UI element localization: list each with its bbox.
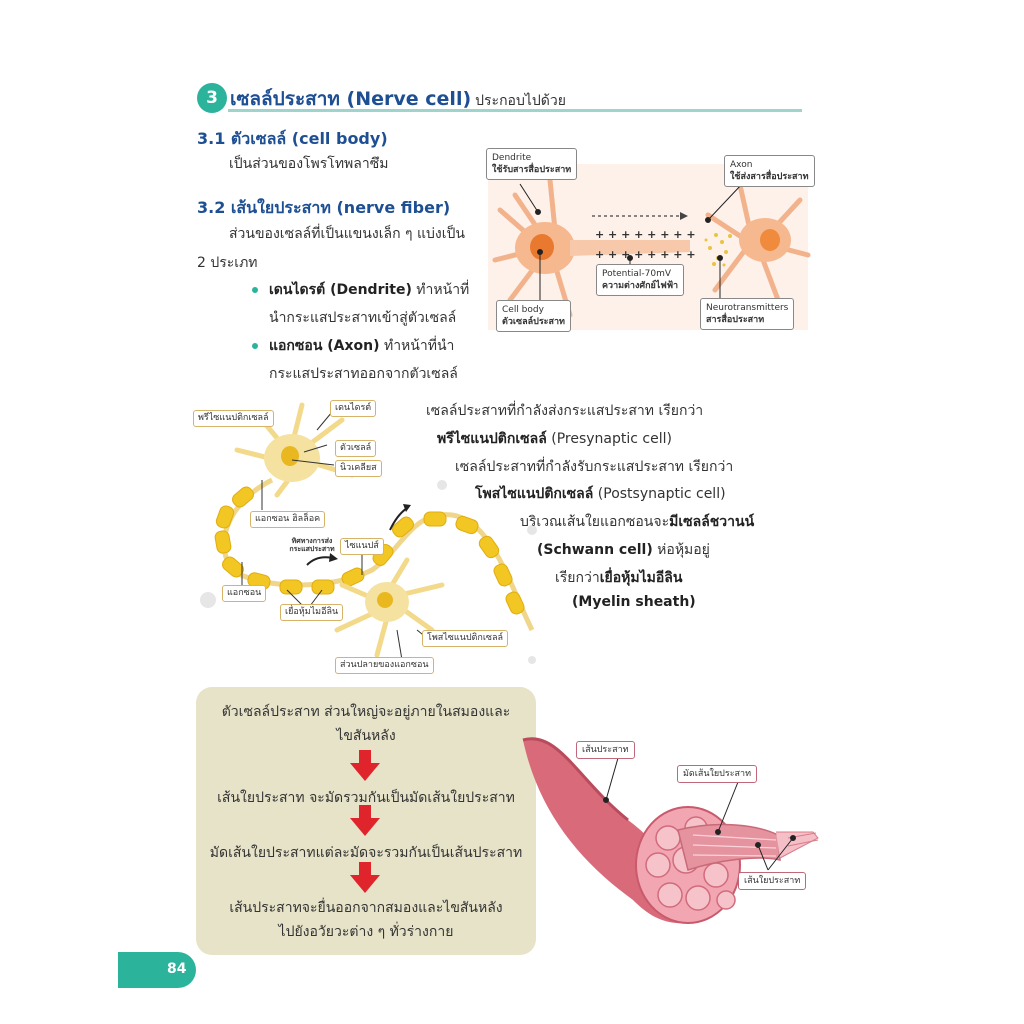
bullet-axon-line2: กระแสประสาทออกจากตัวเซลล์: [269, 366, 458, 382]
presyn-term: พรีไซแนปติกเซลล์ (Presynaptic cell): [437, 431, 672, 447]
axon-hillock-tag: แอกซอน ฮิลล็อค: [250, 511, 326, 528]
section-underline: [228, 109, 802, 112]
presyn-desc: เซลล์ประสาทที่กำลังส่งกระแสประสาท เรียกว…: [426, 403, 704, 419]
direction-tag: ทิศทางการส่งกระแสประสาท: [289, 537, 335, 553]
nerve-illustration: [522, 737, 819, 924]
presynaptic-label: พรีไซแนปติกเซลล์: [193, 410, 274, 427]
axon-tag: แอกซอน: [222, 585, 267, 602]
postsynaptic-tag: โพสไซแนปติกเซลล์: [422, 630, 509, 647]
myelin-term: (Myelin sheath): [572, 594, 696, 610]
bullet-dot: [252, 343, 258, 349]
plus-row-2: + + + + + + + +: [595, 248, 696, 261]
nerve-fiber-text-1: ส่วนของเซลล์ที่เป็นแขนงเล็ก ๆ แบ่งเป็น: [229, 226, 465, 242]
nucleus-tag: นิวเคลียส: [335, 460, 382, 477]
bullet-dendrite: เดนไดรต์ (Dendrite) ทำหน้าที่: [269, 282, 470, 298]
neuron-illustration: [200, 402, 537, 664]
schwann-desc: บริเวณเส้นใยแอกซอนจะมีเซลล์ชวานน์: [520, 514, 755, 530]
flow-step-1: ตัวเซลล์ประสาท ส่วนใหญ่จะอยู่ภายในสมองแล…: [221, 704, 511, 744]
postsyn-term: โพสไซแนปติกเซลล์ (Postsynaptic cell): [475, 486, 726, 502]
flow-step-2: เส้นใยประสาท จะมัดรวมกันเป็นมัดเส้นใยประ…: [217, 790, 515, 806]
myelin-tag: เยื่อหุ้มไมอีลิน: [280, 604, 344, 621]
nerve-label: เส้นประสาท: [576, 741, 635, 759]
cell-tag: ตัวเซลล์: [335, 440, 377, 457]
page-number-tab: [118, 952, 196, 988]
myelin-desc: เรียกว่าเยื่อหุ้มไมอีลิน: [555, 570, 683, 586]
down-arrow-icon: [350, 862, 380, 893]
down-arrow-icon: [350, 750, 380, 781]
nerve-fiber-heading: 3.2 เส้นใยประสาท (nerve fiber): [197, 198, 451, 217]
axon-terminal-tag: ส่วนปลายของแอกซอน: [335, 657, 434, 674]
plus-row-1: + + + + + + + +: [595, 228, 696, 241]
cell-body-heading: 3.1 ตัวเซลล์ (cell body): [197, 129, 388, 148]
synapse-tag: ไซแนปส์: [340, 538, 384, 555]
nerve-fiber-text-2: 2 ประเภท: [197, 255, 258, 271]
page-number: 84: [167, 961, 187, 977]
nerve-bundle-label: มัดเส้นใยประสาท: [677, 765, 758, 783]
postsyn-desc: เซลล์ประสาทที่กำลังรับกระแสประสาท เรียกว…: [455, 459, 734, 475]
section-title-suffix: ประกอบไปด้วย: [475, 93, 566, 109]
section-number-badge: 3: [197, 83, 227, 113]
schwann-term: (Schwann cell) ห่อหุ้มอยู่: [537, 542, 710, 558]
flow-step-3: มัดเส้นใยประสาทแต่ละมัดจะรวมกันเป็นเส้นป…: [209, 845, 523, 861]
down-arrow-icon: [350, 805, 380, 836]
nerve-fiber-label: เส้นใยประสาท: [738, 872, 807, 890]
bullet-axon: แอกซอน (Axon) ทำหน้าที่นำ: [269, 338, 455, 354]
flow-step-4: เส้นประสาทจะยื่นออกจากสมองและไขสันหลังไป…: [229, 900, 503, 940]
dendrite-tag: เดนไดรต์: [330, 400, 377, 417]
bullet-dot: [252, 287, 258, 293]
bullet-dendrite-line2: นำกระแสประสาทเข้าสู่ตัวเซลล์: [269, 310, 457, 326]
cell-body-text: เป็นส่วนของโพรโทพลาซึม: [229, 156, 389, 172]
section-title: เซลล์ประสาท (Nerve cell)ประกอบไปด้วย: [230, 88, 566, 110]
